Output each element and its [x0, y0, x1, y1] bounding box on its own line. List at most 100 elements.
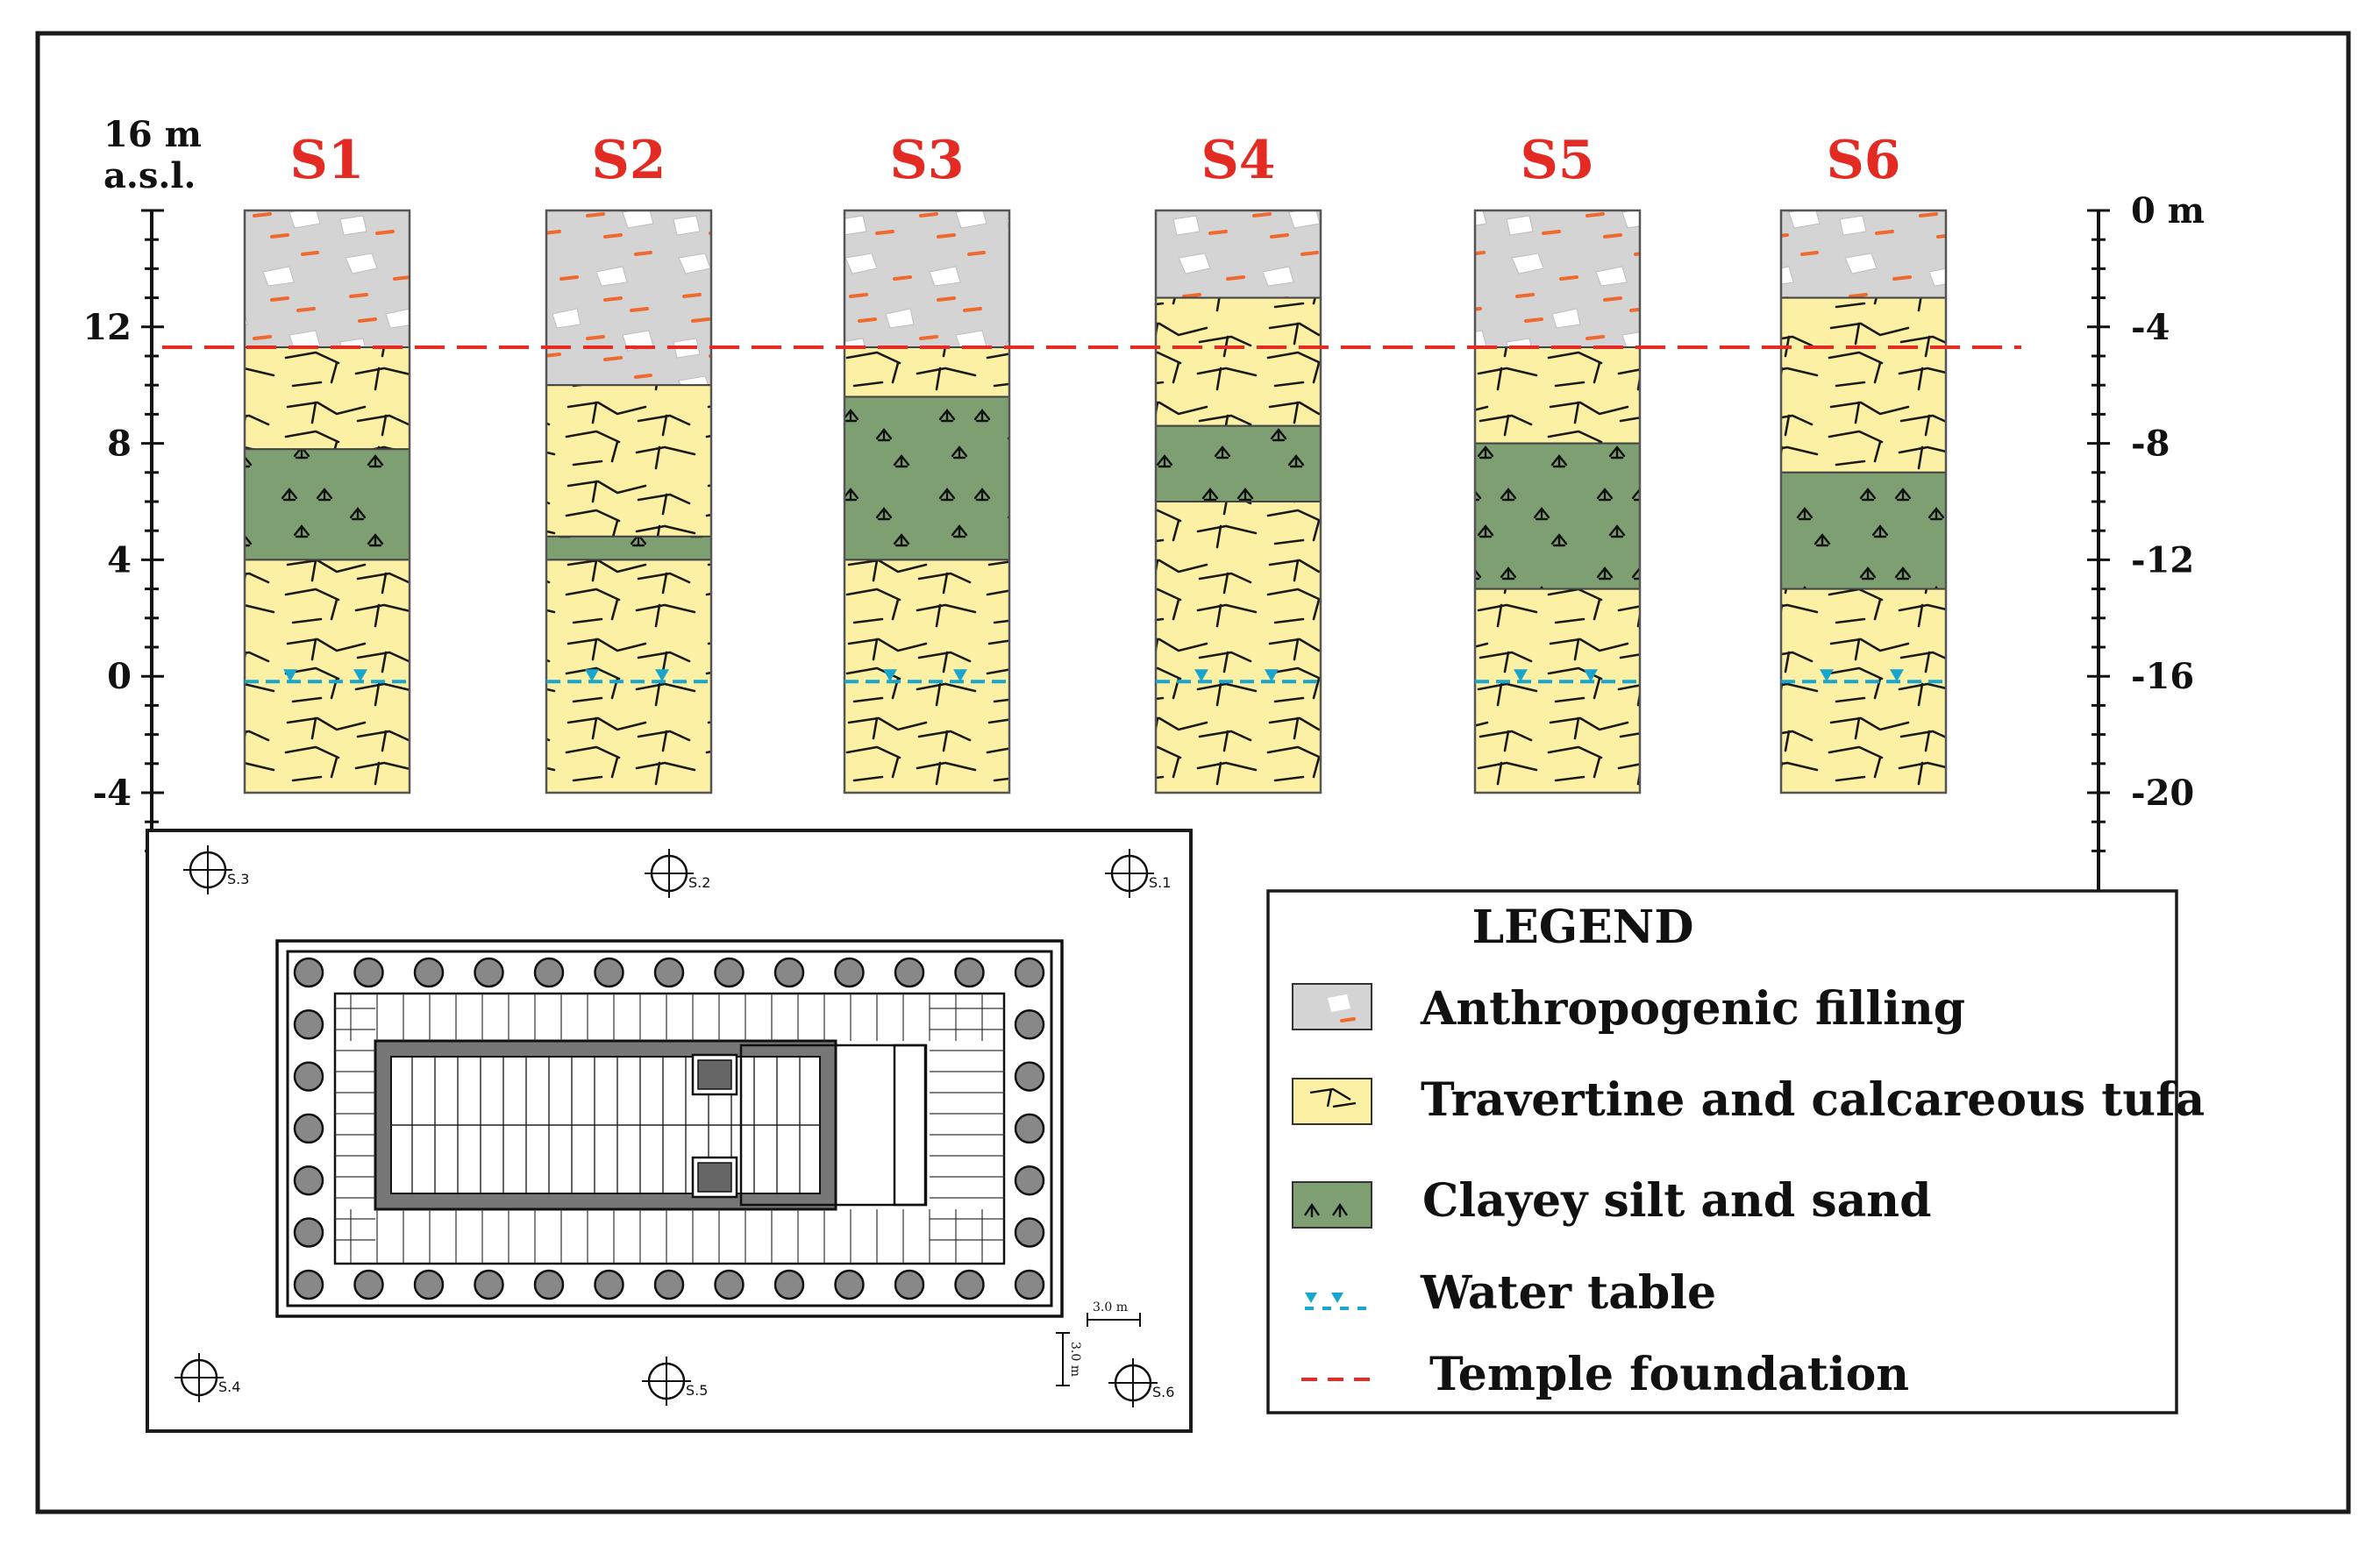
plan-column [834, 957, 865, 988]
plan-column [293, 957, 324, 988]
plan-stair-bottom [691, 1156, 738, 1199]
water-table-symbol [883, 669, 897, 682]
plan-marker-label: S.4 [218, 1378, 240, 1395]
plan-column [1014, 1217, 1045, 1248]
left-axis-label: 4 [107, 539, 132, 581]
left-axis-label: 8 [107, 424, 132, 465]
plan-column [293, 1269, 324, 1300]
legend-title: LEGEND [1472, 901, 1694, 954]
layer-trav [1474, 588, 1641, 794]
legend-swatch-trav-mark [1309, 1087, 1357, 1108]
layer-trav [844, 559, 1010, 794]
left-axis-unit-bottom: a.s.l. [103, 155, 196, 196]
plan-marker-s1: S.1 [1105, 849, 1171, 898]
plan-column [594, 957, 624, 988]
water-table-symbol [283, 669, 297, 682]
plan-marker-label: S.5 [686, 1382, 708, 1399]
plan-scale-label: 3.0 m [1093, 1300, 1128, 1314]
layer-fill [545, 210, 712, 387]
column-label: S3 [889, 130, 964, 191]
water-table-symbol [1820, 669, 1834, 682]
temple-plan: 3.0 m 3.0 m S.1 S.2 S.3S.4 S.5 S.6 [146, 829, 1193, 1433]
plan-pronaos-pier-top [893, 1044, 928, 1207]
right-axis-label: -8 [2131, 424, 2170, 465]
plan-scale-bar: 3.0 m 3.0 m [1056, 1300, 1141, 1386]
layer-trav [1155, 501, 1322, 794]
water-table-symbol [1194, 669, 1208, 682]
water-table-symbol [585, 669, 599, 682]
plan-column [1014, 1165, 1045, 1196]
layer-fill [844, 210, 1010, 349]
layer-trav [1780, 588, 1947, 794]
water-table-symbol [1265, 669, 1279, 682]
layer-clay [244, 448, 410, 561]
column-label: S6 [1826, 130, 1900, 191]
plan-scale-label-vertical: 3.0 m [1068, 1342, 1082, 1377]
column-label: S5 [1520, 130, 1594, 191]
plan-column [894, 1269, 925, 1300]
legend: LEGEND Anthropogenic filling Travertine … [1266, 889, 2205, 1414]
layer-trav [244, 559, 410, 794]
legend-label-water: Water table [1420, 1266, 1716, 1320]
legend-swatch-fill-dash [1340, 1017, 1356, 1022]
column-s1: S1 [243, 130, 411, 794]
plan-column [293, 1061, 324, 1092]
plan-marker-s4: S.4 [175, 1353, 240, 1402]
layer-trav [1155, 296, 1322, 427]
layer-clay [844, 395, 1010, 561]
plan-marker-s2: S.2 [645, 849, 710, 898]
plan-column [714, 1269, 745, 1300]
column-border [1473, 209, 1642, 794]
layer-trav [1780, 296, 1947, 474]
right-axis-label: -16 [2131, 656, 2194, 697]
plan-cella-slabs [391, 1057, 820, 1193]
plan-column [894, 957, 925, 988]
layer-clay [1474, 442, 1641, 590]
legend-label-clay: Clayey silt and sand [1422, 1174, 1931, 1228]
column-s3: S3 [843, 130, 1011, 794]
layer-clay [545, 535, 712, 561]
legend-swatch-trav [1292, 1078, 1372, 1125]
plan-stair-top [691, 1053, 738, 1096]
column-label: S1 [289, 130, 364, 191]
plan-marker-label: S.6 [1152, 1384, 1174, 1400]
column-s2: S2 [545, 130, 713, 794]
layer-trav [1474, 346, 1641, 445]
column-border [545, 209, 713, 794]
plan-stylobate-inner [286, 950, 1053, 1307]
plan-column [353, 957, 384, 988]
layer-trav [545, 384, 712, 538]
legend-label-fill: Anthropogenic filling [1420, 982, 1965, 1036]
plan-peristyle [333, 992, 1006, 1265]
column-border [1154, 209, 1322, 794]
plan-marker-s3: S.3 [183, 845, 249, 894]
column-s4: S4 [1154, 130, 1322, 794]
left-axis-unit-top: 16 m [103, 114, 202, 155]
plan-stylobate-outer [275, 939, 1064, 1318]
plan-column [413, 1269, 445, 1300]
plan-column [1014, 1269, 1045, 1300]
water-table-symbol [655, 669, 669, 682]
plan-marker-label: S.1 [1149, 874, 1171, 891]
plan-column [353, 1269, 384, 1300]
legend-label-trav: Travertine and calcareous tufa [1421, 1073, 2205, 1127]
plan-column [1014, 1009, 1045, 1040]
plan-marker-label: S.2 [688, 874, 710, 891]
layer-clay [1155, 424, 1322, 502]
left-axis-label: 0 [107, 656, 132, 697]
right-axis-label: -20 [2131, 773, 2194, 814]
layer-trav [244, 346, 410, 451]
plan-column [714, 957, 745, 988]
right-axis: 0 m-4-8-12-16-20 [2087, 190, 2205, 895]
water-table-symbol [353, 669, 367, 682]
legend-swatch-water [1305, 1293, 1368, 1310]
plan-column [474, 957, 504, 988]
plan-column [594, 1269, 624, 1300]
legend-box [1266, 889, 2178, 1414]
plan-column [653, 957, 685, 988]
plan-column [293, 1217, 324, 1248]
stratigraphic-columns: S1 S2 S3 S4 S5 S6 [243, 130, 1948, 794]
plan-column [954, 1269, 985, 1300]
left-axis-label: 12 [82, 307, 132, 348]
